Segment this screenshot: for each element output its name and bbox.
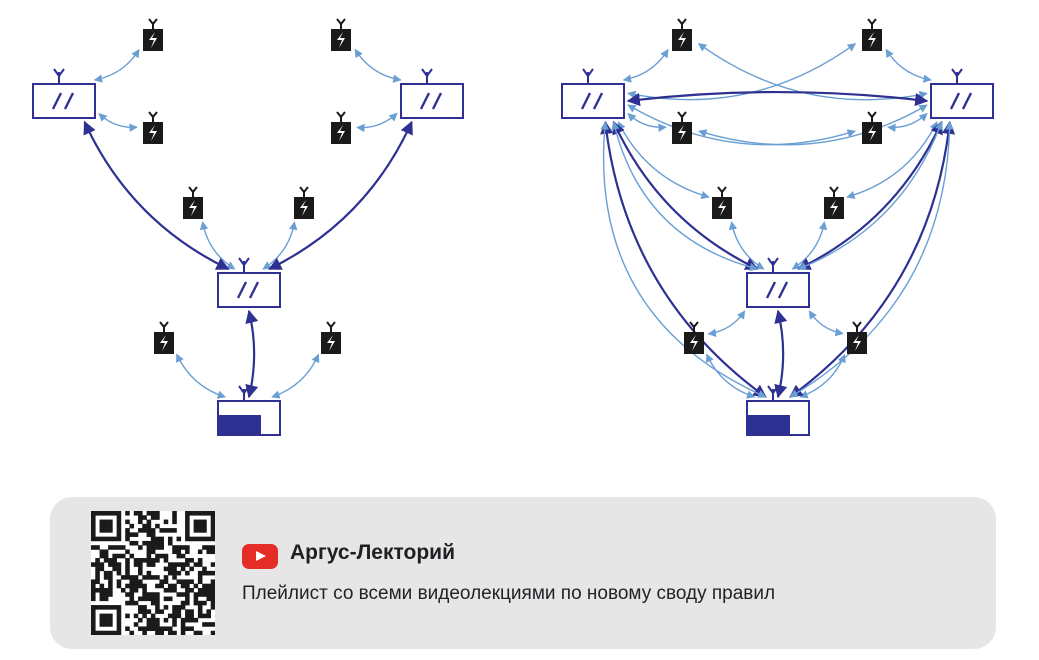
- youtube-icon[interactable]: [242, 544, 278, 569]
- lightning-device-icon-0-d6: [294, 186, 314, 219]
- topology-diagrams: [32, 18, 994, 436]
- link-1-r2-d6-light-10: [846, 121, 938, 200]
- channel-name[interactable]: Аргус-Лекторий: [290, 541, 455, 564]
- link-0-r1-d1-light-0: [93, 48, 140, 83]
- repeater-node-1-r2: [930, 68, 994, 119]
- link-1-r3-c-dark-21: [774, 309, 788, 399]
- lightning-device-icon-1-d7: [684, 321, 704, 354]
- link-1-r3-d8-light-14: [808, 310, 844, 337]
- lightning-device-icon-0-d1: [143, 18, 163, 51]
- repeater-node-0-r1: [32, 68, 96, 119]
- lightning-device-icon-1-d3: [862, 18, 882, 51]
- link-0-r1-r3-dark-8: [83, 120, 230, 270]
- lightning-device-icon-1-d6: [824, 186, 844, 219]
- lightning-device-icon-0-d2: [143, 111, 163, 144]
- link-1-r1-d3-light-4: [627, 43, 857, 101]
- lightning-device-icon-0-d3: [331, 18, 351, 51]
- qr-code-icon[interactable]: [91, 511, 215, 635]
- link-1-c-d7-light-13: [706, 353, 756, 399]
- repeater-node-0-r2: [400, 68, 464, 119]
- playlist-description: Плейлист со всеми видеолекциями по новом…: [242, 583, 776, 604]
- link-1-r1-d5-light-8: [617, 121, 710, 200]
- repeater-node-0-r3: [217, 257, 281, 308]
- nodes-layer: [32, 18, 994, 436]
- lightning-device-icon-0-d5: [183, 186, 203, 219]
- link-1-r2-d3-light-5: [885, 48, 932, 83]
- link-1-r1-d1-light-0: [622, 48, 669, 83]
- link-1-r1-r3-light-24: [611, 121, 759, 272]
- link-1-r1-d4-light-6: [627, 104, 856, 146]
- link-1-r2-c-light-23: [789, 121, 954, 398]
- link-0-r3-d6-light-5: [262, 221, 298, 270]
- link-1-r1-r3-dark-17: [612, 120, 759, 270]
- link-0-r3-d5-light-4: [199, 221, 236, 270]
- link-1-r2-d2-light-3: [698, 104, 928, 146]
- link-1-r1-c-dark-19: [600, 120, 767, 398]
- link-0-r2-r3-dark-9: [268, 120, 413, 270]
- link-1-r2-r3-dark-18: [797, 120, 943, 270]
- link-0-c-d7-light-6: [176, 353, 227, 399]
- lightning-device-icon-1-d4: [862, 111, 882, 144]
- lightning-device-icon-0-d8: [321, 321, 341, 354]
- playlist-panel: Аргус-Лекторий Плейлист со всеми видеоле…: [50, 497, 996, 649]
- controller-node-0-c: [217, 385, 281, 436]
- link-1-r3-d7-light-12: [707, 310, 746, 337]
- lightning-device-icon-1-d5: [712, 186, 732, 219]
- repeater-node-1-r3: [746, 257, 810, 308]
- lightning-device-icon-1-d1: [672, 18, 692, 51]
- controller-node-1-c: [746, 385, 810, 436]
- link-0-r3-c-dark-10: [245, 309, 259, 399]
- link-1-r2-c-dark-20: [789, 120, 956, 398]
- link-1-r3-d6-light-11: [791, 221, 828, 270]
- link-1-r2-r3-light-25: [797, 121, 943, 271]
- lightning-device-icon-0-d7: [154, 321, 174, 354]
- link-1-r1-c-light-22: [600, 121, 767, 398]
- link-1-r2-d1-light-1: [697, 43, 928, 101]
- lightning-device-icon-1-d8: [847, 321, 867, 354]
- lightning-device-icon-1-d2: [672, 111, 692, 144]
- link-1-r1-r2-dark-16: [626, 90, 929, 107]
- link-0-r2-d3-light-2: [354, 48, 402, 83]
- links-layer: [83, 43, 956, 399]
- link-0-r2-d4-light-3: [356, 112, 398, 133]
- lightning-device-icon-0-d4: [331, 111, 351, 144]
- link-0-c-d8-light-7: [271, 353, 320, 399]
- link-0-r1-d2-light-1: [98, 113, 138, 132]
- play-icon: [256, 551, 266, 561]
- repeater-node-1-r1: [561, 68, 625, 119]
